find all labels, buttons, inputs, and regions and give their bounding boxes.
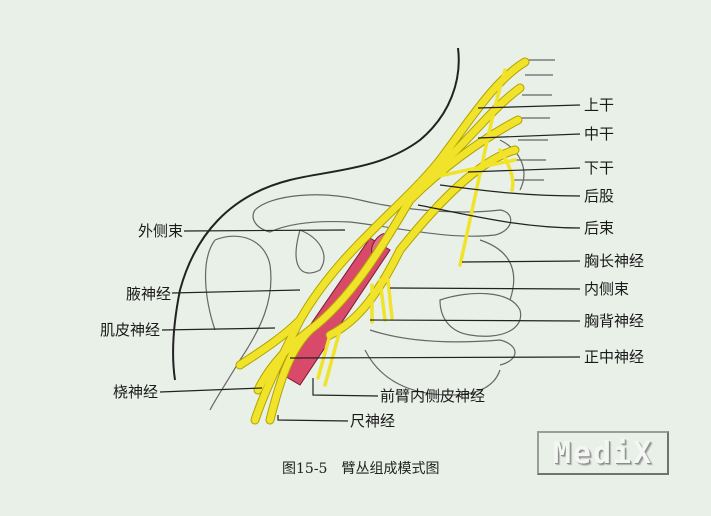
- nerves: [235, 57, 530, 425]
- label-musculocutaneous-nerve: 肌皮神经: [99, 321, 160, 339]
- label-upper-trunk: 上干: [584, 96, 615, 114]
- watermark-logo: MediX: [537, 431, 669, 475]
- label-lower-trunk: 下干: [584, 159, 615, 177]
- label-median-nerve: 正中神经: [584, 348, 645, 366]
- label-ulnar-nerve: 尺神经: [350, 412, 396, 430]
- bone-outlines: [205, 59, 555, 411]
- label-posterior-cord: 后束: [584, 219, 615, 237]
- label-axillary-nerve: 腋神经: [125, 285, 171, 303]
- label-posterior-division: 后股: [584, 187, 615, 205]
- leader-lines: [159, 104, 581, 422]
- label-medial-cord: 内侧束: [584, 280, 630, 298]
- label-radial-nerve: 桡神经: [112, 383, 158, 401]
- label-medial-antebrachial-cutaneous-nerve: 前臂内侧皮神经: [380, 387, 486, 405]
- label-long-thoracic-nerve: 胸长神经: [584, 252, 645, 270]
- label-lateral-cord: 外侧束: [137, 222, 183, 240]
- label-middle-trunk: 中干: [584, 125, 615, 143]
- neck-shoulder-outline: [172, 47, 460, 381]
- label-thoracodorsal-nerve: 胸背神经: [584, 312, 645, 330]
- figure-caption: 图15-5 臂丛组成模式图: [282, 461, 440, 477]
- watermark-text: MediX: [552, 435, 654, 471]
